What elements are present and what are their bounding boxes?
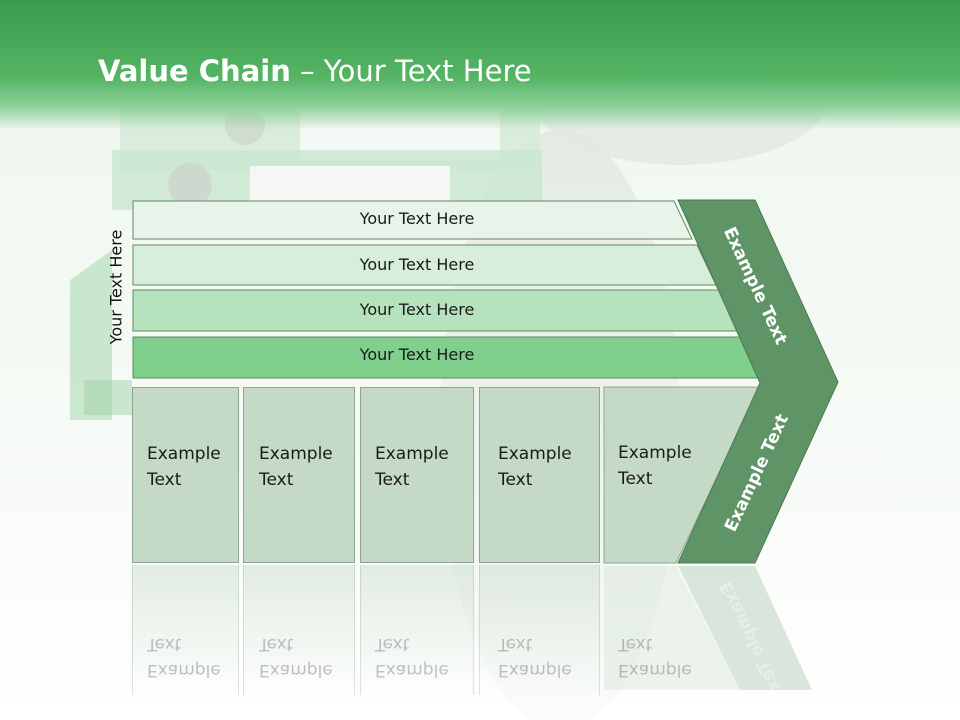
box-5-reflection-text: Example Text: [618, 631, 718, 683]
box-5-reflection-label: Example Text: [604, 565, 734, 695]
example-box-3-line1: Example: [375, 444, 449, 464]
example-box-2-line2: Text: [259, 470, 294, 490]
box-3-reflection-line2: Text: [375, 634, 410, 654]
box-4-reflection: Example Text: [479, 565, 600, 695]
box-4-reflection-line1: Example: [498, 660, 572, 680]
page-title: Value Chain – Your Text Here: [98, 54, 532, 88]
box-3-reflection-line1: Example: [375, 660, 449, 680]
box-shape-5: [603, 386, 761, 564]
box-5-reflection: [604, 566, 740, 690]
example-box-5-line2: Text: [618, 469, 653, 489]
box-2-reflection-line1: Example: [259, 660, 333, 680]
example-box-4-line1: Example: [498, 444, 572, 464]
box-4-reflection-text: Example Text: [498, 631, 598, 683]
example-box-1-line1: Example: [147, 444, 221, 464]
example-box-4-line2: Text: [498, 470, 533, 490]
row-shape-1: [132, 200, 693, 240]
box-1-reflection-line2: Text: [147, 634, 182, 654]
title-bold: Value Chain: [98, 54, 291, 88]
header-band: [0, 0, 960, 130]
box-4-reflection-line2: Text: [498, 634, 533, 654]
box-2-reflection: Example Text: [243, 565, 355, 695]
chevron-reflection: [678, 566, 812, 690]
example-box-3-line2: Text: [375, 470, 410, 490]
box-1-reflection-line1: Example: [147, 660, 221, 680]
box-5-reflection-line1: Example: [618, 660, 692, 680]
box-3-reflection: Example Text: [360, 565, 474, 695]
box-2-reflection-line2: Text: [259, 634, 294, 654]
box-2-reflection-text: Example Text: [259, 631, 359, 683]
box-5-reflection-line2: Text: [618, 634, 653, 654]
title-rest: – Your Text Here: [290, 54, 532, 88]
example-box-1-line2: Text: [147, 470, 182, 490]
box-3-reflection-text: Example Text: [375, 631, 475, 683]
row-2-label: Your Text Here: [359, 255, 475, 274]
chevron-shape: [677, 199, 839, 564]
example-box-5-line1: Example: [618, 443, 692, 463]
example-box-2-line1: Example: [259, 444, 333, 464]
row-1-label: Your Text Here: [359, 209, 475, 228]
row-3-label: Your Text Here: [359, 300, 475, 319]
row-4-label: Your Text Here: [359, 345, 475, 364]
box-1-reflection: Example Text: [132, 565, 239, 695]
box-1-reflection-text: Example Text: [147, 631, 247, 683]
